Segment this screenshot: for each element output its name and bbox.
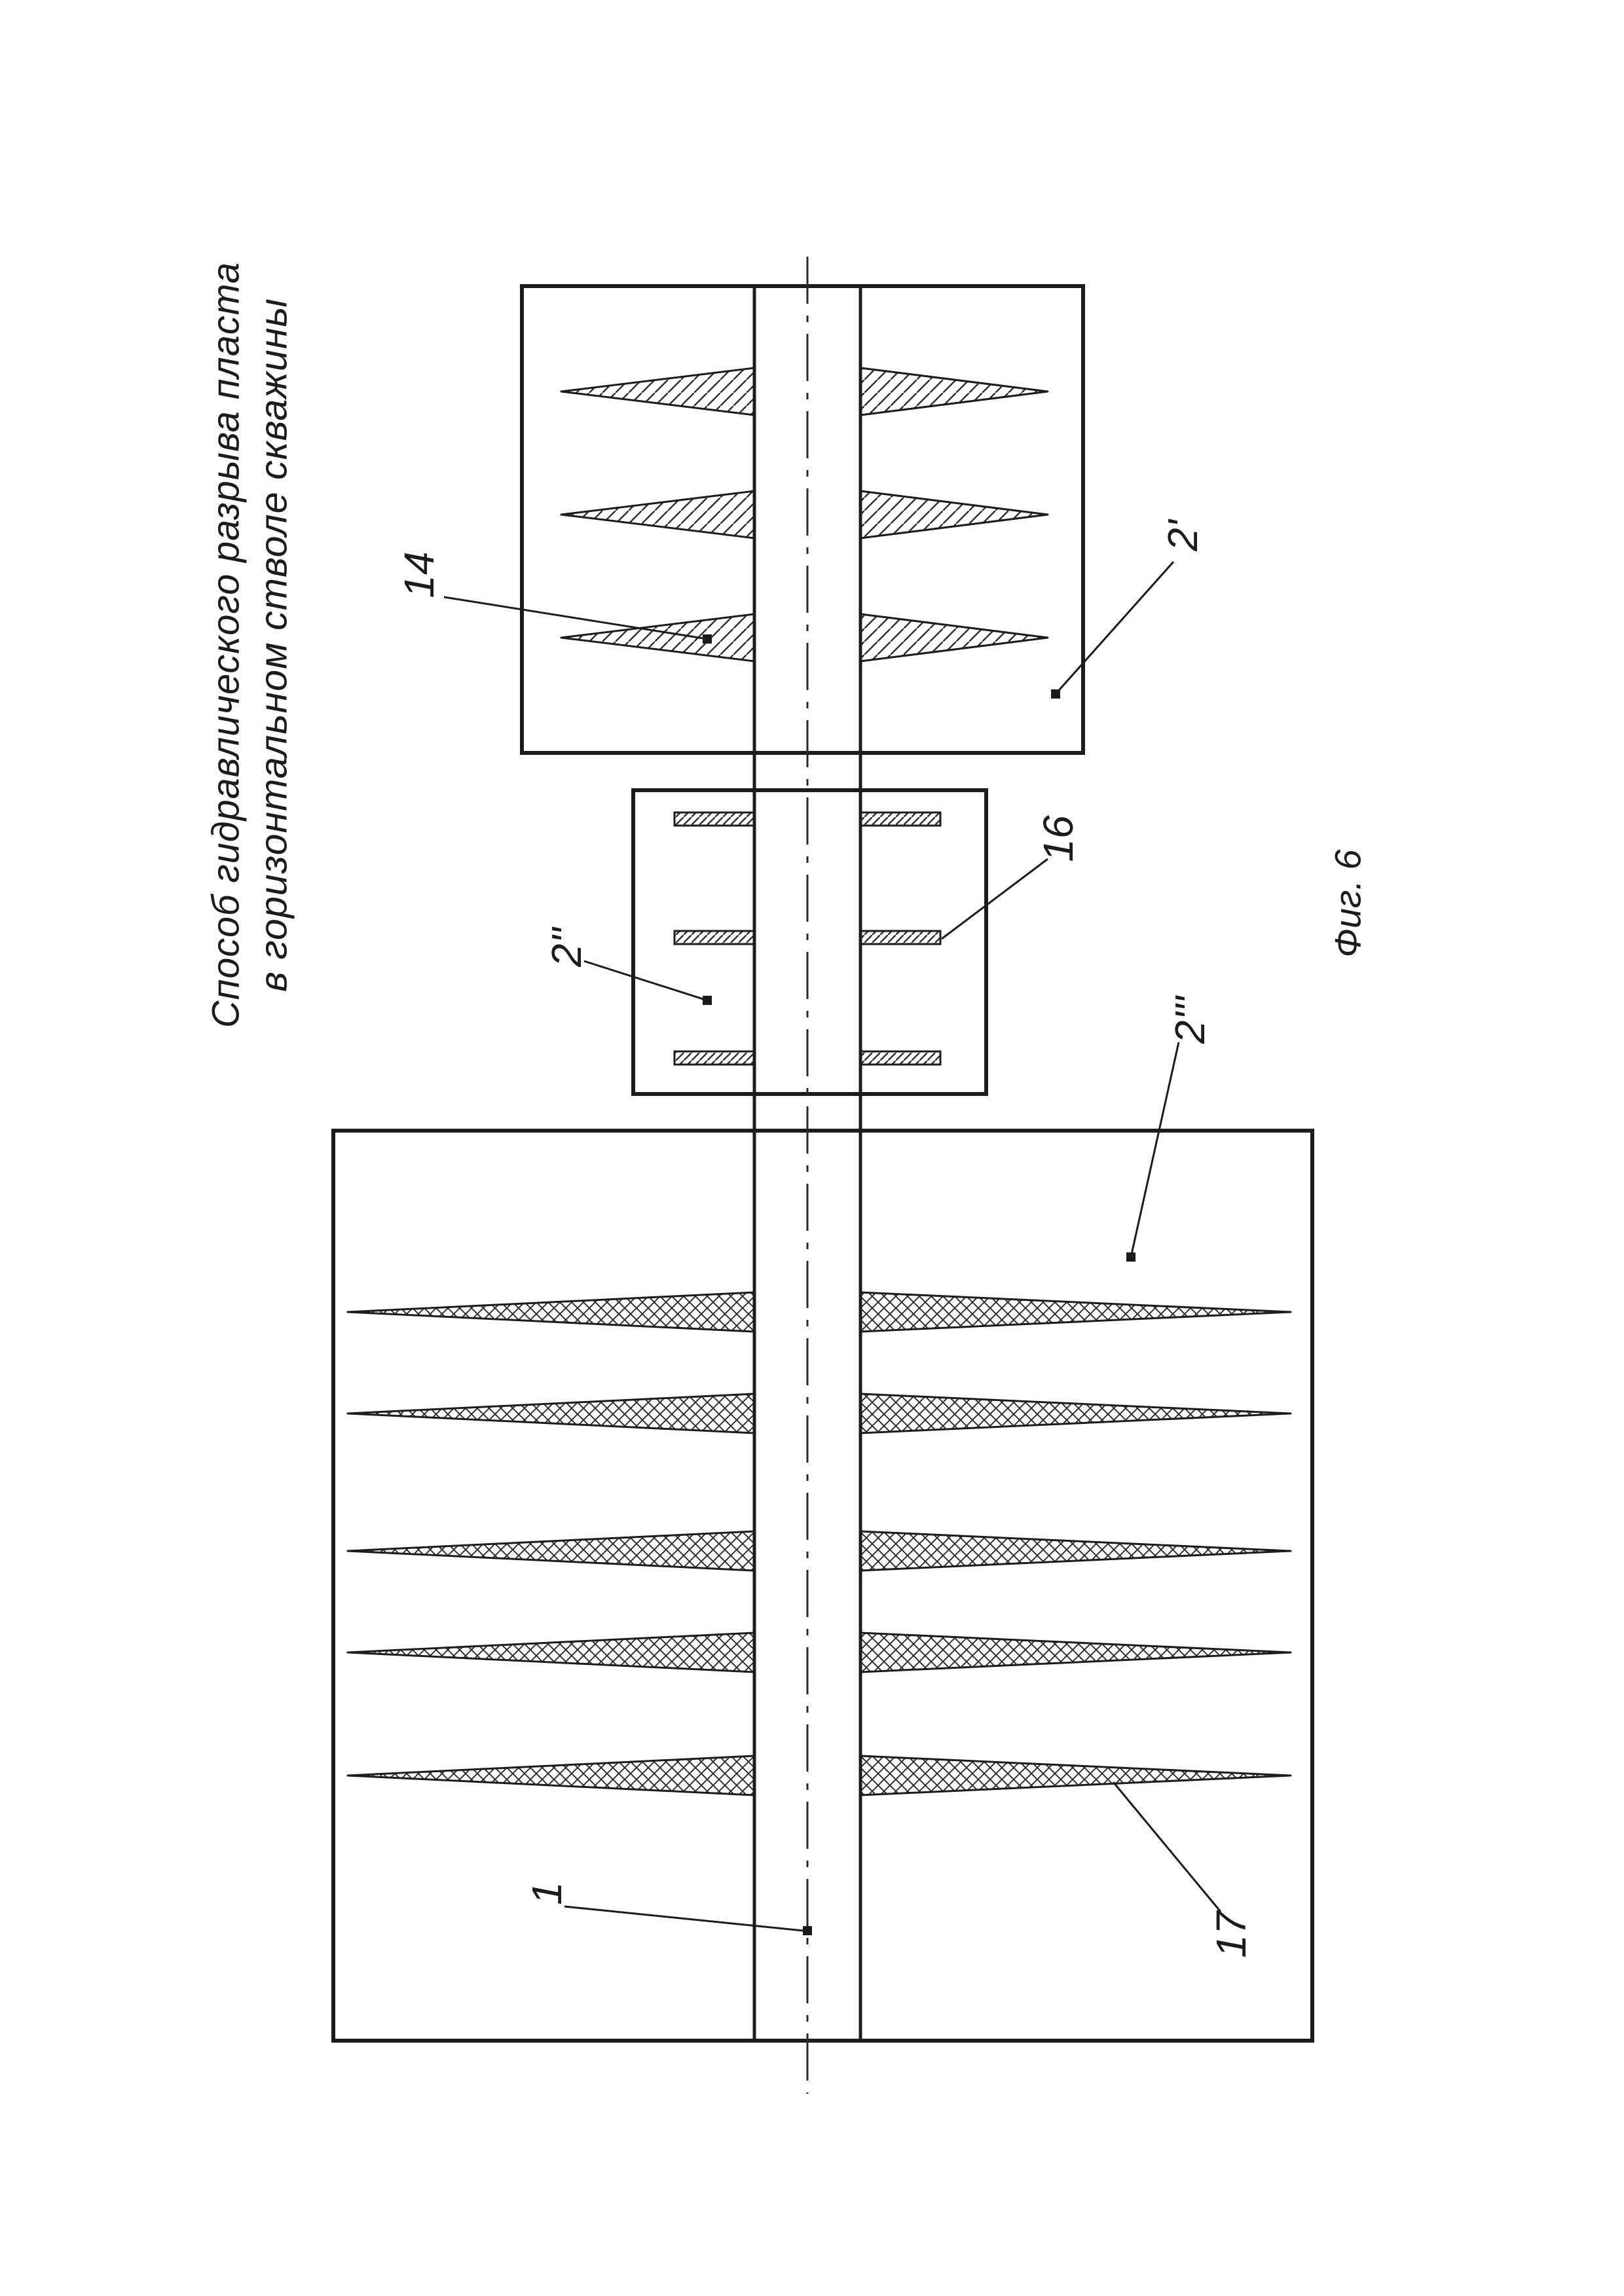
perforation-bar [673, 1050, 756, 1066]
label-16-perforations: 16 [1035, 815, 1082, 862]
label-2tripleprime-interval: 2''' [1166, 994, 1213, 1044]
perforation-bar [673, 811, 756, 827]
fracture-wing [859, 367, 1049, 416]
leader-16 [941, 858, 1048, 940]
figure-title-line2: в горизонтальном стволе скважины [253, 298, 295, 992]
interval-second-outline [631, 788, 988, 1096]
perforation-bar [859, 1050, 942, 1066]
label-14-fracture-filled: 14 [396, 551, 443, 598]
fracture-wing [859, 613, 1049, 663]
label-2doubleprime-interval: 2'' [543, 926, 590, 968]
leader-dot-2doubleprime [703, 996, 712, 1005]
perforation-bar [859, 811, 942, 827]
perforation-bar [859, 930, 942, 945]
leader-2tripleprime [1130, 1042, 1180, 1258]
interval-second [631, 788, 988, 1096]
interval-third [331, 1129, 1314, 2043]
leader-2prime [1054, 561, 1175, 695]
figure-title-line1: Способ гидравлического разрыва пласта [205, 262, 248, 1028]
propped-fracture-wing [859, 1393, 1292, 1434]
interval-third-outline [331, 1129, 1314, 2043]
propped-fracture-wing [346, 1755, 756, 1796]
leader-dot-2prime [1051, 689, 1060, 699]
leader-dot-1 [803, 1926, 812, 1935]
leader-1 [564, 1905, 804, 1932]
annotations: Способ гидравлического разрыва пласта в … [205, 262, 1369, 1958]
leader-17 [1112, 1781, 1222, 1912]
interval-first-outline [520, 284, 1085, 755]
propped-fracture-wing [859, 1291, 1292, 1333]
propped-fracture-wing [346, 1291, 756, 1333]
fracture-wing [560, 490, 756, 539]
perforation-bar [673, 930, 756, 945]
label-1-wellbore: 1 [523, 1882, 570, 1905]
wellbore-pipe [752, 257, 862, 2094]
leader-2doubleprime [583, 960, 708, 1002]
propped-fracture-wing [859, 1530, 1292, 1572]
propped-fracture-wing [346, 1631, 756, 1673]
propped-fracture-wing [859, 1755, 1292, 1796]
propped-fracture-wing [346, 1530, 756, 1572]
interval-first [520, 284, 1085, 755]
label-17-fracture-propped: 17 [1208, 1910, 1255, 1958]
leader-lines [443, 561, 1222, 1935]
leader-14 [443, 596, 708, 640]
leader-dot-2tripleprime [1126, 1252, 1135, 1262]
propped-fracture-wing [346, 1393, 756, 1434]
fracture-wing [859, 490, 1049, 539]
propped-fracture-wing [859, 1631, 1292, 1673]
figure-caption: Фиг. 6 [1327, 849, 1369, 958]
label-2prime-interval: 2' [1159, 518, 1206, 552]
fracture-wing [560, 367, 756, 416]
leader-dot-14 [703, 634, 712, 644]
